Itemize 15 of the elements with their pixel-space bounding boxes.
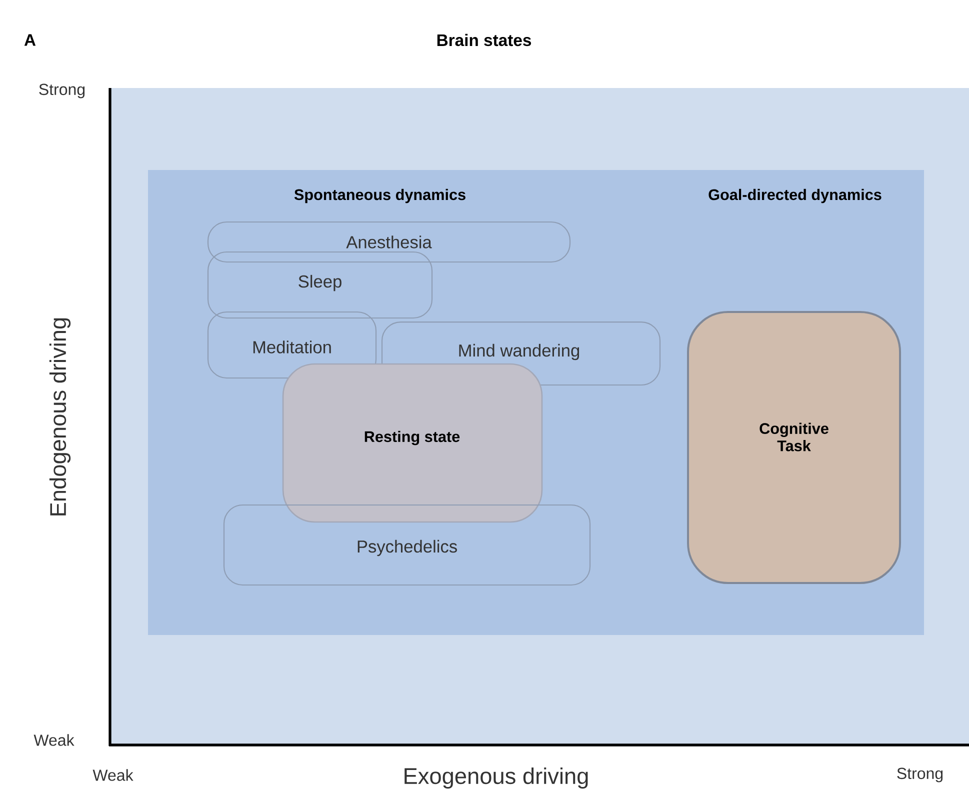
title: Brain states bbox=[437, 34, 532, 46]
axis-title: Endogenous driving bbox=[49, 318, 71, 516]
group-heading: Spontaneous dynamics bbox=[294, 188, 466, 204]
state-outline: Psychedelics bbox=[223, 504, 591, 586]
axis-tick-label: Strong bbox=[897, 768, 943, 782]
axis-tick-label: Weak bbox=[34, 734, 74, 746]
state-box: Cognitive Task bbox=[687, 311, 902, 584]
group-heading: Goal-directed dynamics bbox=[708, 188, 882, 204]
state-outline: Sleep bbox=[207, 251, 433, 319]
axis-title: Exogenous driving bbox=[404, 767, 588, 789]
panel-letter: A bbox=[24, 34, 36, 46]
axis-tick-label: Weak bbox=[92, 769, 134, 781]
state-outline: Anesthesia bbox=[207, 221, 571, 263]
axis-tick-label: Strong bbox=[39, 84, 85, 98]
state-box: Resting state bbox=[282, 363, 543, 523]
